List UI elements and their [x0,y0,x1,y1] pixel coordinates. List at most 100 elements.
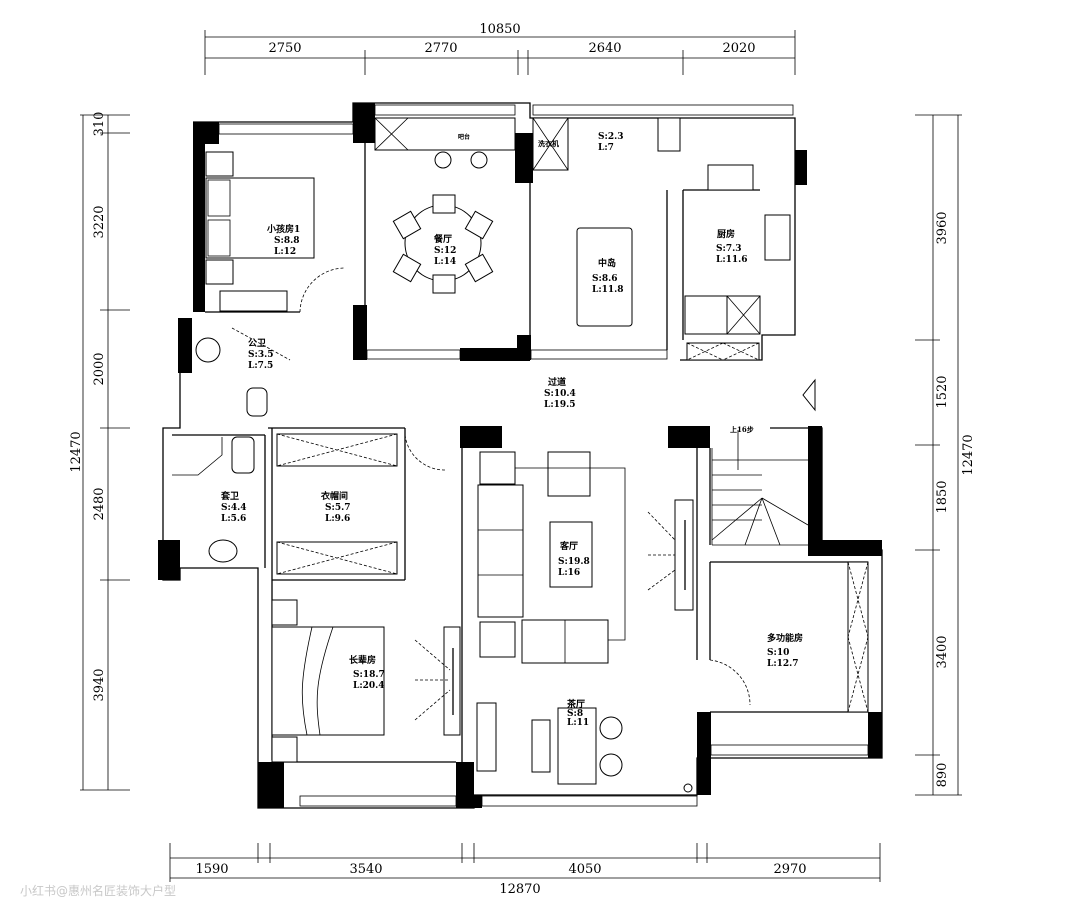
window [299,795,457,807]
room-elder-bedroom: 长辈房 S:18.7 L:20.4 [349,654,385,691]
dim-bottom-4: 2970 [773,862,806,877]
room-perimeter: L:11 [567,718,589,728]
room-laundry: 洗衣机 [538,139,559,148]
armchair [547,451,591,497]
dim-left-3: 2000 [92,352,107,385]
watermark: 小红书@惠州名匠装饰大户型 [20,883,176,898]
dim-bottom-total: 12870 [499,882,540,897]
bar-stool [470,151,488,169]
room-perimeter: L:12.7 [767,659,799,669]
room-name: 衣帽间 [321,490,348,502]
door-swing [404,434,446,471]
dim-right-3: 1850 [935,480,950,513]
chair [464,253,494,283]
room-ensuite: 套卫 S:4.4 L:5.6 [221,490,246,524]
room-perimeter: L:11.8 [592,285,624,295]
dim-left-5: 3940 [92,668,107,701]
sink [707,164,754,191]
dim-left-total: 12470 [69,431,84,472]
sofa [477,484,524,618]
window [710,744,869,756]
bed [271,626,385,736]
dim-top-total: 10850 [479,22,520,37]
toilet [246,387,268,417]
room-perimeter: L:14 [434,257,456,267]
tv-cabinet [443,626,461,736]
chair [392,210,422,240]
room-island: 中岛 S:8.6 L:11.8 [592,257,624,295]
room-public-bathroom: 公卫 S:3.5 L:7.5 [248,338,273,371]
entrance-arrow-icon [802,378,816,412]
room-dining: 餐厅 S:12 L:14 [433,233,456,267]
bottom-dimensions: 1590 3540 4050 2970 12870 [169,843,881,897]
room-perimeter: L:16 [558,568,580,578]
door-swing [299,267,346,313]
room-name: 过道 [548,376,566,388]
window [532,104,794,116]
dim-top-4: 2020 [722,41,755,56]
tea-table [557,707,597,785]
dim-right-2: 1520 [935,375,950,408]
room-area: S:10 [767,648,789,658]
window [218,123,354,135]
room-labels: 小孩房1 S:8.8 L:12 吧台 餐厅 S:12 L:14 洗衣机 S:2.… [221,132,803,728]
door-swing [709,659,751,706]
room-area: S:19.8 [558,557,590,567]
room-name: 多功能房 [767,632,803,644]
room-name: 茶厅 [566,698,585,710]
room-name: 客厅 [559,540,578,552]
room-closet: 衣帽间 S:5.7 L:9.6 [321,490,350,524]
dim-right-5: 890 [935,763,950,788]
room-name: 小孩房1 [266,223,300,235]
window [374,104,516,116]
room-perimeter: L:12 [274,247,296,257]
room-area: S:3.5 [248,350,273,360]
room-area: S:7.3 [716,244,741,254]
room-name: 长辈房 [349,654,376,666]
room-area: S:12 [434,246,456,256]
tv-cabinet [674,499,694,611]
bed [205,177,315,259]
bar-counter [374,117,516,151]
coffee-table [549,521,593,588]
bar-stool [434,151,452,169]
right-dimensions: 3960 1520 1850 3400 890 12470 [915,114,976,796]
room-area: S:18.7 [353,670,385,680]
room-perimeter: L:11.6 [716,255,748,265]
dim-right-4: 3400 [935,635,950,668]
dim-top-1: 2750 [268,41,301,56]
room-area: S:4.4 [221,503,246,513]
dim-bottom-1: 1590 [195,862,228,877]
room-name: 公卫 [248,338,266,349]
room-tea: 茶厅 S:8 L:11 [566,698,589,728]
room-perimeter: L:7 [598,143,614,153]
room-name: 中岛 [598,257,616,269]
stool [599,753,623,777]
chair [432,274,456,294]
room-name: 厨房 [717,228,735,240]
top-dimensions: 10850 2750 2770 2640 2020 [204,22,796,75]
window [481,795,698,807]
kitchen-island [576,227,633,327]
room-area: S:8.6 [592,274,617,284]
room-area: S:8 [567,709,583,719]
room-perimeter: L:20.4 [353,681,385,691]
room-name: 餐厅 [433,233,452,245]
stairs-label: 上16步 [730,425,754,434]
room-perimeter: L:7.5 [248,361,273,371]
room-perimeter: L:19.5 [544,400,576,410]
room-living: 客厅 S:19.8 L:16 [558,540,590,578]
wardrobe [847,561,869,713]
furniture [172,117,869,793]
room-area: S:5.7 [325,503,350,513]
room-child-bedroom: 小孩房1 S:8.8 L:12 [266,223,300,257]
dim-left-2: 3220 [92,205,107,238]
room-laundry-area: S:2.3 L:7 [598,132,623,153]
dim-right-1: 3960 [935,211,950,244]
stool [599,716,623,740]
room-multifunction: 多功能房 S:10 L:12.7 [767,632,803,669]
stove [764,214,791,261]
dim-bottom-3: 4050 [568,862,601,877]
dim-top-2: 2770 [424,41,457,56]
